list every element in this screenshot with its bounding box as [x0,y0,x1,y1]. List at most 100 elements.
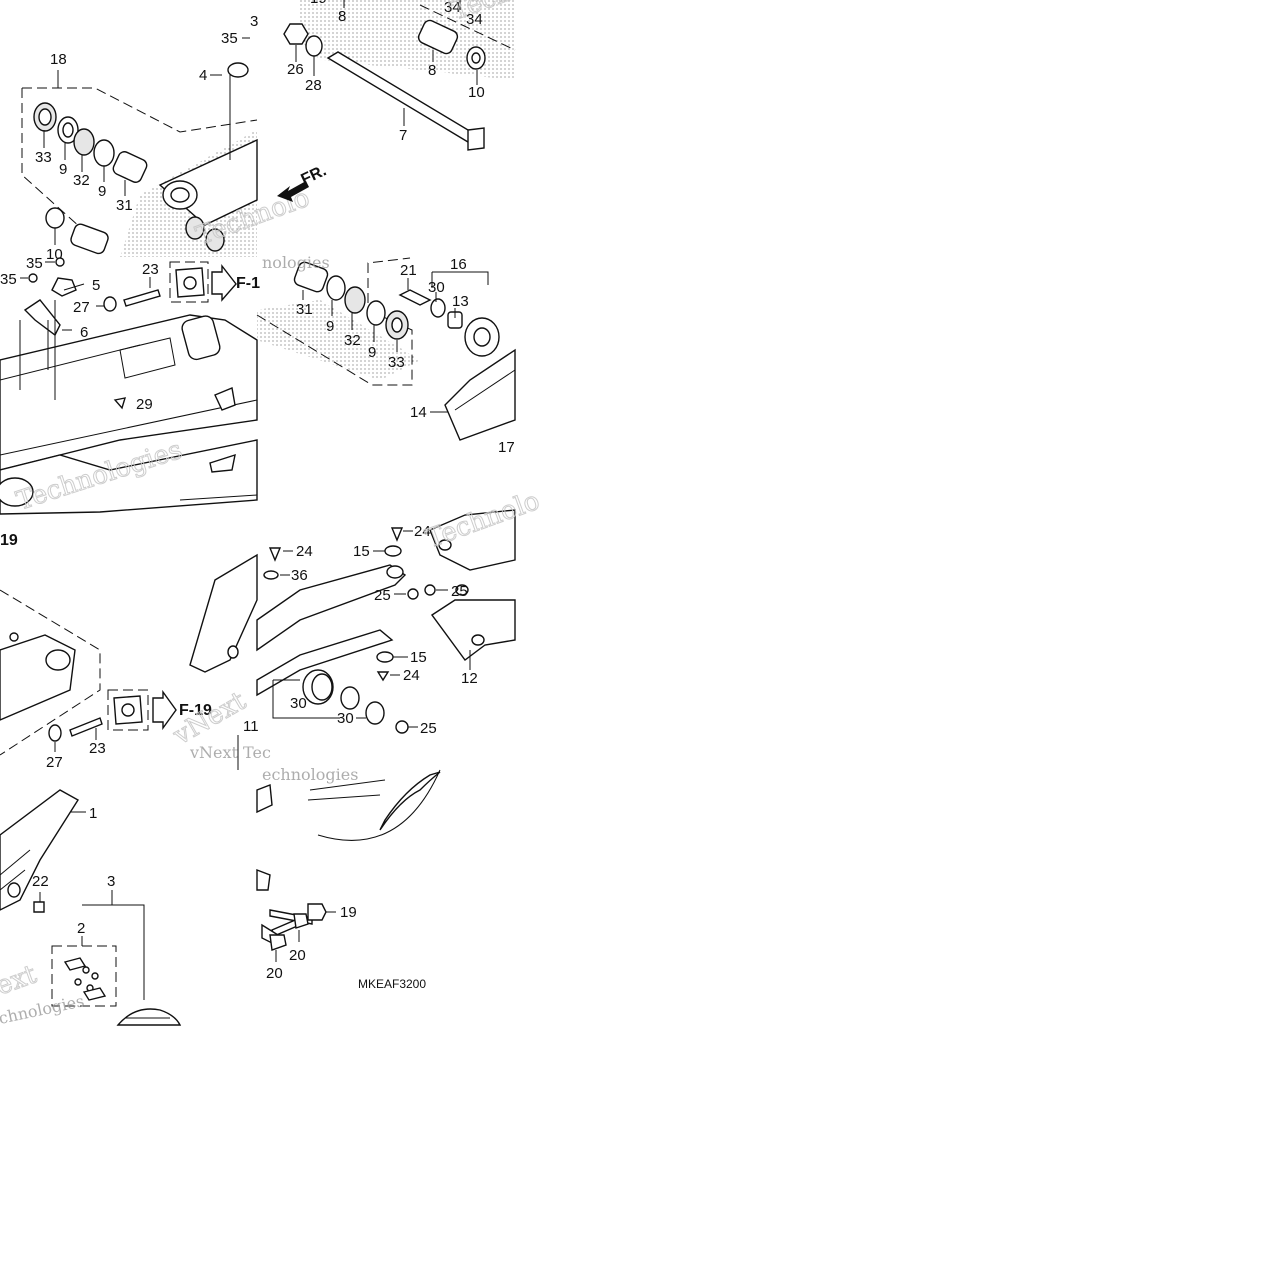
collar-8 [417,19,459,55]
callout-3: 3 [250,13,258,30]
callout-13: 13 [452,293,469,310]
callout-1: 1 [89,805,97,822]
callout-27: 27 [73,299,90,316]
master-link-box [51,945,117,1007]
callout-16: 16 [450,256,467,273]
callout-27b: 27 [46,754,63,771]
grommet-15 [384,545,402,557]
callout-32b: 32 [344,332,361,349]
seal-10 [45,207,65,229]
callout-7: 7 [399,127,407,144]
callout-11: 11 [243,718,259,735]
callout-15: 15 [353,543,370,560]
adjuster-bolt-23b [69,717,103,737]
watermark: ext [0,959,41,1001]
callout-9d: 9 [368,344,376,361]
panel-chain-adjuster: 19 27 23 F-19 11 vNext Tec vNext [0,532,271,771]
callout-36: 36 [291,567,308,584]
adjuster-bolt-23 [123,289,161,307]
callout-35b: 35 [26,255,43,272]
callout-9c: 9 [326,318,334,335]
callout-30c: 30 [337,710,354,727]
callout-34b: 34 [466,11,483,28]
thrust-bearing-32 [73,128,95,156]
nut-26 [283,23,309,45]
bolt-19 [307,903,327,921]
callout-30: 30 [428,279,445,296]
nut-27 [103,296,117,312]
nut-27b [48,724,62,742]
callout-25c: 25 [420,720,437,737]
callout-24c: 24 [403,667,420,684]
callout-35: 35 [221,30,238,47]
callout-4: 4 [199,67,207,84]
callout-25: 25 [374,587,391,604]
panel-pivot-shaft: 19 8 34 34 26 28 8 10 7 FR. Technol [277,0,554,202]
callout-9b: 9 [98,183,106,200]
watermark: vNext [168,686,252,752]
drive-chain [116,1008,182,1026]
callout-32: 32 [73,172,90,189]
callout-9: 9 [59,161,67,178]
bolt-35 [55,257,65,267]
panel-chain-slider-bolts: 19 20 20 MKEAF3200 [256,769,441,991]
drive-chain-b [379,771,441,831]
callout-26: 26 [287,61,304,78]
washer-36 [263,570,279,580]
needle-bearing-31 [112,151,148,183]
front-arrow-icon [277,181,309,202]
callout-top-19: 19 [310,0,327,7]
needle-bearing-31b [293,261,329,293]
panel-guard-rollers: 24 24 15 36 25 25 15 24 12 30 30 25 Tech… [256,485,544,784]
figure-code: MKEAF3200 [358,977,426,991]
callout-f19c: F-19 [179,702,212,719]
watermark: echnologies [262,765,358,784]
callout-28: 28 [305,77,322,94]
callout-2: 2 [77,920,85,937]
callout-34: 34 [444,0,461,16]
callout-14: 14 [410,404,427,421]
callout-20b: 20 [266,965,283,982]
callout-8: 8 [338,8,346,25]
callout-f19: F-1 [236,275,260,292]
washer-28 [305,35,323,57]
callout-31: 31 [116,197,133,214]
callout-22: 22 [32,873,49,890]
callout-25b: 25 [451,583,468,600]
callout-12: 12 [461,670,478,687]
guide-5 [51,277,77,297]
callout-35c: 35 [0,271,17,288]
callout-23b: 23 [89,740,106,757]
callout-31b: 31 [296,301,313,318]
callout-33b: 33 [388,354,405,371]
callout-19b: 19 [340,904,357,921]
washer-9b [93,139,115,167]
bolt-22 [33,901,45,913]
screw-29 [113,397,127,410]
watermark: vNext Tec [189,743,271,762]
bolt-21 [398,289,432,306]
bracket-6 [23,299,61,337]
callout-30b: 30 [290,695,307,712]
panel-swingarm: 35 35 5 27 6 23 F-1 29 Technologies [0,255,260,517]
callout-6: 6 [80,324,88,341]
callout-33: 33 [35,149,52,166]
panel-swingarm-bearings-left: 18 35 3 4 33 9 32 9 31 10 Technolo [0,0,314,263]
front-label: FR. [299,162,330,188]
callout-15b: 15 [410,649,427,666]
panel-pivot-bearings-right: 31 9 32 9 33 21 16 30 13 14 17 nologies [256,253,516,456]
panel-chain-guard: 1 22 3 2 ext chnologies [0,789,182,1028]
callout-21: 21 [400,262,417,279]
callout-23: 23 [142,261,159,278]
watermark: nologies [262,253,330,272]
callout-19: 19 [0,532,18,549]
bolt-24 [268,547,282,562]
bolt-20 [293,913,309,929]
callout-24b: 24 [414,523,431,540]
nut-25 [407,588,419,600]
callout-29: 29 [136,396,153,413]
callout-3b: 3 [107,873,115,890]
callout-17: 17 [498,439,515,456]
callout-20: 20 [289,947,306,964]
